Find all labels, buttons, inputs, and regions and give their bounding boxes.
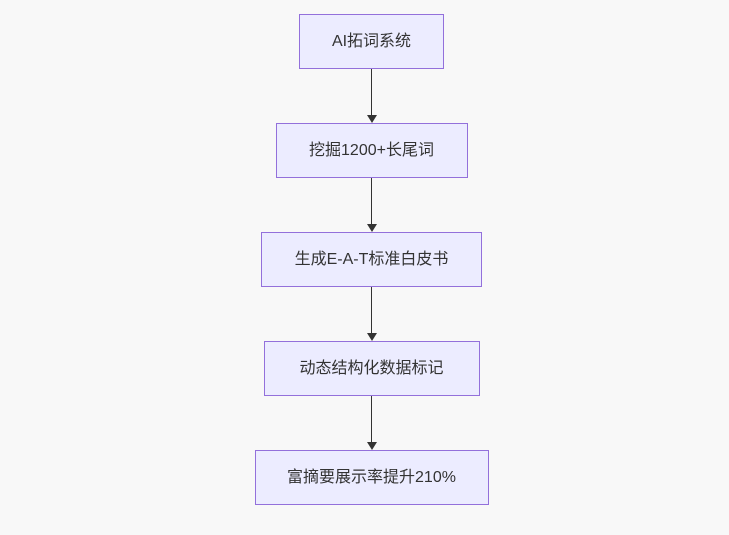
- flow-node-label: 富摘要展示率提升210%: [287, 469, 456, 486]
- flow-arrow-4-5: [366, 396, 377, 450]
- flow-node-label: 挖掘1200+长尾词: [309, 142, 434, 159]
- flow-node-label: AI拓词系统: [331, 33, 412, 50]
- flow-node-4: 动态结构化数据标记: [263, 341, 480, 396]
- flow-arrow-1-2: [366, 69, 377, 123]
- arrow-line: [370, 287, 373, 333]
- flow-node-5: 富摘要展示率提升210%: [254, 450, 489, 505]
- flow-arrow-3-4: [366, 287, 377, 341]
- arrow-line: [370, 69, 373, 115]
- arrow-head-down-icon: [366, 224, 377, 232]
- arrow-head-down-icon: [366, 442, 377, 450]
- arrow-line: [370, 396, 373, 442]
- arrow-head-down-icon: [366, 333, 377, 341]
- flow-node-1: AI拓词系统: [299, 14, 444, 69]
- flow-node-2: 挖掘1200+长尾词: [275, 123, 468, 178]
- flow-node-label: 生成E-A-T标准白皮书: [294, 251, 449, 268]
- flowchart: AI拓词系统 挖掘1200+长尾词 生成E-A-T标准白皮书 动态结构化数据标记: [7, 14, 729, 505]
- arrow-line: [370, 178, 373, 224]
- flow-node-label: 动态结构化数据标记: [299, 360, 444, 377]
- arrow-head-down-icon: [366, 115, 377, 123]
- flow-arrow-2-3: [366, 178, 377, 232]
- flow-node-3: 生成E-A-T标准白皮书: [261, 232, 482, 287]
